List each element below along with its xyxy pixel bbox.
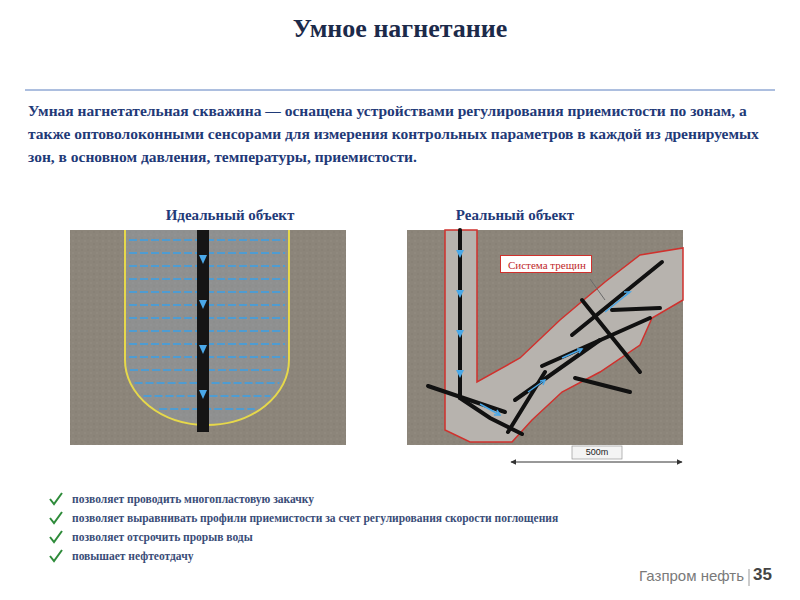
leader-line (590, 279, 605, 300)
check-marks (50, 493, 62, 561)
description-text: Умная нагнетательная скважина — оснащена… (28, 99, 778, 168)
scale-bar (511, 446, 682, 462)
bullet-text: позволяет отсрочить прорыв воды (72, 531, 772, 543)
image-subtitle: Реальный объект (400, 207, 630, 224)
ideal-object-image (70, 230, 346, 445)
page-number: 35 (753, 565, 793, 585)
bullet-text: позволяет проводить многопластовую закач… (72, 493, 772, 505)
bullet-text: позволяет выравнивать профили приемистос… (72, 512, 792, 524)
callout-text: Система трещин (508, 259, 584, 271)
bullet-text: повышает нефтеотдачу (72, 550, 772, 562)
image-subtitle: Идеальный объект (120, 207, 340, 224)
rule-line (25, 90, 775, 91)
callout-box: Система трещин (500, 255, 592, 273)
slide-title: Умное нагнетание (0, 14, 800, 44)
real-object-image (407, 230, 683, 445)
footer-separator (749, 569, 750, 586)
company-name: Газпром нефть (560, 567, 744, 584)
scale-label: 500m (572, 447, 622, 457)
